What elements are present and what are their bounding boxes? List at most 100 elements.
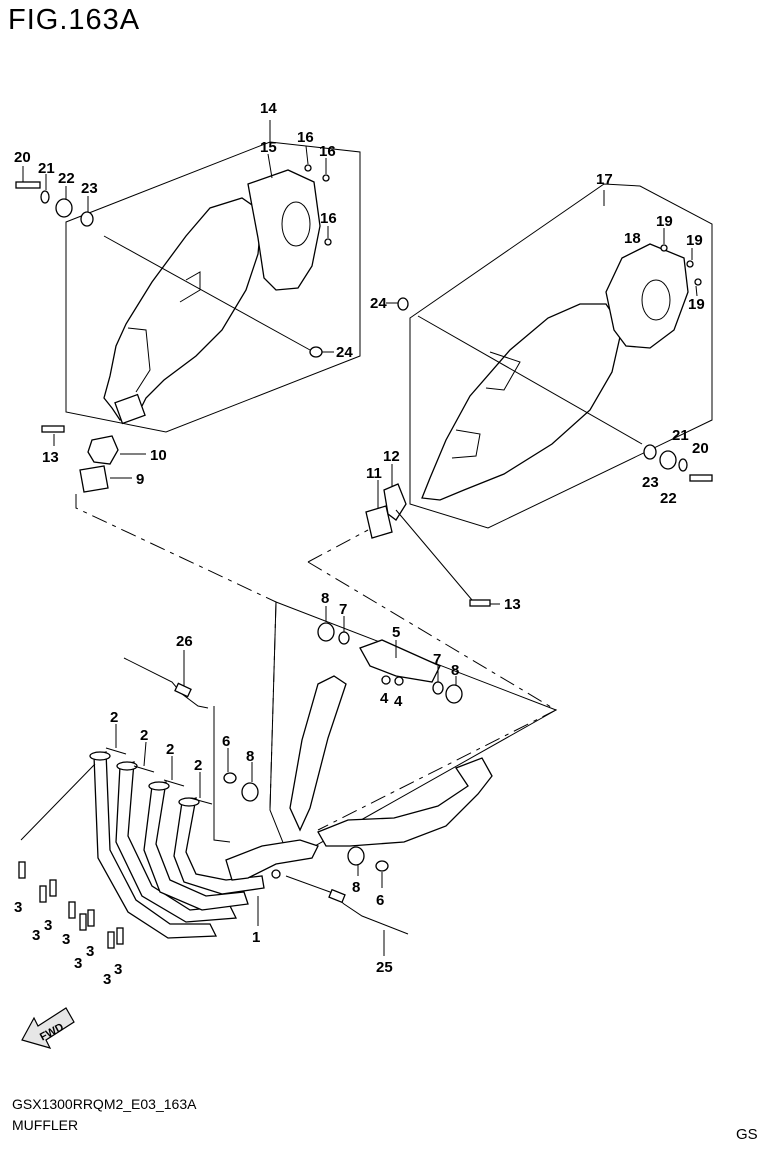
callout-2: 2: [140, 727, 148, 744]
header-flange-4: [178, 797, 200, 807]
callout-7: 7: [339, 601, 347, 618]
callout-17: 17: [596, 171, 613, 188]
stud-3-g[interactable]: [107, 931, 115, 949]
collar-23-left[interactable]: [80, 211, 94, 227]
bolt-16-a[interactable]: [304, 164, 312, 172]
callout-22: 22: [660, 490, 677, 507]
callout-3: 3: [86, 943, 94, 960]
right-muffler-end-cover[interactable]: [605, 243, 689, 349]
bolt-16-b[interactable]: [322, 174, 330, 182]
right-muffler-body[interactable]: [421, 303, 623, 501]
washer-21-right[interactable]: [678, 458, 688, 472]
callout-3: 3: [103, 971, 111, 988]
grommet-8-b[interactable]: [445, 684, 463, 704]
callout-8: 8: [451, 662, 459, 679]
gasket-2-d[interactable]: [189, 797, 213, 805]
callout-13: 13: [42, 449, 59, 466]
right-connecting-pipe[interactable]: [317, 757, 493, 847]
grommet-22-left[interactable]: [55, 198, 73, 218]
region-code: GS: [736, 1126, 758, 1143]
callout-23: 23: [81, 180, 98, 197]
grommet-22-right[interactable]: [659, 450, 677, 470]
grommet-24-left[interactable]: [309, 346, 323, 358]
bolt-13-right[interactable]: [469, 599, 491, 607]
callout-19: 19: [688, 296, 705, 313]
callout-25: 25: [376, 959, 393, 976]
callout-16: 16: [320, 210, 337, 227]
assembly-lines: [75, 494, 558, 843]
gasket-11[interactable]: [365, 505, 393, 539]
collar-6-a[interactable]: [223, 772, 237, 784]
callout-4: 4: [394, 693, 403, 710]
header-flange-2: [116, 761, 138, 771]
callout-16: 16: [319, 143, 336, 160]
collar-7-a[interactable]: [338, 631, 350, 645]
left-muffler-end-cover[interactable]: [247, 169, 321, 291]
left-muffler-assembly: [15, 120, 361, 433]
bolt-4-b[interactable]: [394, 676, 404, 686]
callout-3: 3: [44, 917, 52, 934]
callout-3: 3: [114, 961, 122, 978]
clamp-12[interactable]: [383, 483, 407, 521]
stud-3-h[interactable]: [116, 927, 124, 945]
o2-sensor-26[interactable]: [123, 657, 209, 709]
stud-3-b[interactable]: [39, 885, 47, 903]
grommet-8-a[interactable]: [317, 622, 335, 642]
exhaust-header-pipe-3[interactable]: [143, 781, 249, 911]
gasket-2-c[interactable]: [163, 779, 185, 787]
gasket-2-a[interactable]: [105, 747, 127, 755]
collar-23-right[interactable]: [643, 444, 657, 460]
callout-7: 7: [433, 651, 441, 668]
middle-connecting-pipe[interactable]: [289, 675, 347, 832]
callout-8: 8: [321, 590, 329, 607]
exhaust-collector[interactable]: [225, 839, 319, 881]
clamp-parts: [41, 425, 491, 607]
exhaust-header-pipe-1[interactable]: [93, 751, 218, 939]
gasket-9[interactable]: [79, 465, 109, 493]
bolt-20-right[interactable]: [689, 474, 713, 482]
callout-2: 2: [166, 741, 174, 758]
grommet-8-c[interactable]: [241, 782, 259, 802]
middle-pipe-assembly: [269, 601, 558, 861]
left-muffler-body[interactable]: [103, 197, 263, 421]
hanger-bracket-5[interactable]: [359, 639, 441, 683]
callout-18: 18: [624, 230, 641, 247]
callout-20: 20: [14, 149, 31, 166]
stud-3-a[interactable]: [18, 861, 26, 879]
exhaust-manifold: [18, 657, 409, 949]
gasket-2-b[interactable]: [133, 765, 155, 773]
stud-3-f[interactable]: [87, 909, 95, 927]
collar-7-b[interactable]: [432, 681, 444, 695]
collar-6-b[interactable]: [375, 860, 389, 872]
bolt-19-b[interactable]: [686, 260, 694, 268]
fwd-arrow-icon: [21, 1007, 75, 1049]
bolt-20-left[interactable]: [15, 181, 41, 189]
washer-21-left[interactable]: [40, 190, 50, 204]
callout-9: 9: [136, 471, 144, 488]
clamp-10[interactable]: [87, 435, 119, 465]
leader-lines: [20, 145, 698, 956]
stud-3-e[interactable]: [79, 913, 87, 931]
right-muffler-assembly: [397, 183, 713, 529]
callout-26: 26: [176, 633, 193, 650]
exhaust-header-pipe-4[interactable]: [173, 797, 265, 895]
bolt-16-c[interactable]: [324, 238, 332, 246]
callout-19: 19: [656, 213, 673, 230]
grommet-8-d[interactable]: [347, 846, 365, 866]
bolt-19-c[interactable]: [694, 278, 702, 286]
callout-22: 22: [58, 170, 75, 187]
bolt-4-a[interactable]: [381, 675, 391, 685]
bolt-13-left[interactable]: [41, 425, 65, 433]
callout-16: 16: [297, 129, 314, 146]
grommet-24-right[interactable]: [397, 297, 409, 311]
callout-11: 11: [366, 465, 382, 482]
bolt-19-a[interactable]: [660, 244, 668, 252]
o2-sensor-25[interactable]: [285, 875, 409, 935]
callout-4: 4: [380, 690, 389, 707]
callout-2: 2: [110, 709, 118, 726]
callout-24: 24: [370, 295, 387, 312]
stud-3-d[interactable]: [68, 901, 76, 919]
callout-10: 10: [150, 447, 167, 464]
stud-3-c[interactable]: [49, 879, 57, 897]
